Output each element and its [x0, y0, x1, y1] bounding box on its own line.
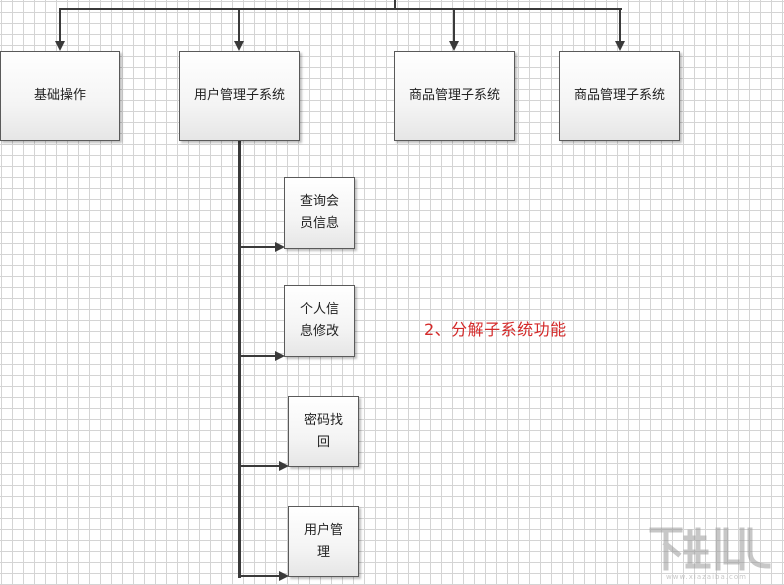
node-password-recovery[interactable]: 密码找回: [288, 396, 359, 467]
node-basic-operations[interactable]: 基础操作: [0, 51, 120, 141]
node-user-management-subsystem[interactable]: 用户管理子系统: [179, 51, 300, 141]
connector-drop-1: [59, 8, 61, 42]
arrow-right-3: [279, 461, 289, 471]
connector-top-horizontal: [60, 8, 622, 10]
node-basic-operations-label: 基础操作: [33, 88, 86, 103]
svg-text:www.xiazaiba.com: www.xiazaiba.com: [666, 573, 747, 581]
connector-branch-1: [240, 246, 276, 248]
arrow-right-1: [275, 242, 285, 252]
node-personal-info-edit[interactable]: 个人信息修改: [284, 285, 355, 357]
node-product-management-subsystem-1-label: 商品管理子系统: [408, 88, 500, 103]
arrow-down-3: [449, 41, 459, 51]
connector-spine: [238, 141, 241, 578]
connector-top-trunk: [394, 0, 396, 9]
node-query-member-info-label: 查询会员信息: [299, 194, 339, 231]
node-password-recovery-label: 密码找回: [303, 412, 343, 450]
arrow-right-2: [275, 351, 285, 361]
connector-drop-4: [619, 8, 621, 42]
node-user-management[interactable]: 用户管理: [288, 506, 359, 577]
arrow-down-4: [615, 41, 625, 51]
connector-drop-2: [238, 8, 240, 42]
connector-drop-3: [453, 8, 455, 42]
arrow-down-2: [234, 41, 244, 51]
site-watermark-logo: www.xiazaiba.com: [649, 527, 771, 581]
node-query-member-info[interactable]: 查询会员信息: [284, 177, 355, 249]
connector-branch-3: [240, 465, 280, 467]
node-user-management-label: 用户管理: [303, 522, 343, 560]
node-personal-info-edit-label: 个人信息修改: [299, 302, 339, 339]
node-product-management-subsystem-2-label: 商品管理子系统: [573, 88, 665, 103]
node-product-management-subsystem-2[interactable]: 商品管理子系统: [559, 51, 680, 141]
diagram-caption: 2、分解子系统功能: [424, 320, 567, 339]
connector-branch-4: [240, 575, 280, 577]
arrow-down-1: [55, 41, 65, 51]
node-user-management-subsystem-label: 用户管理子系统: [193, 88, 285, 103]
connector-branch-2: [240, 355, 276, 357]
arrow-right-4: [279, 571, 289, 581]
node-product-management-subsystem-1[interactable]: 商品管理子系统: [394, 51, 515, 141]
